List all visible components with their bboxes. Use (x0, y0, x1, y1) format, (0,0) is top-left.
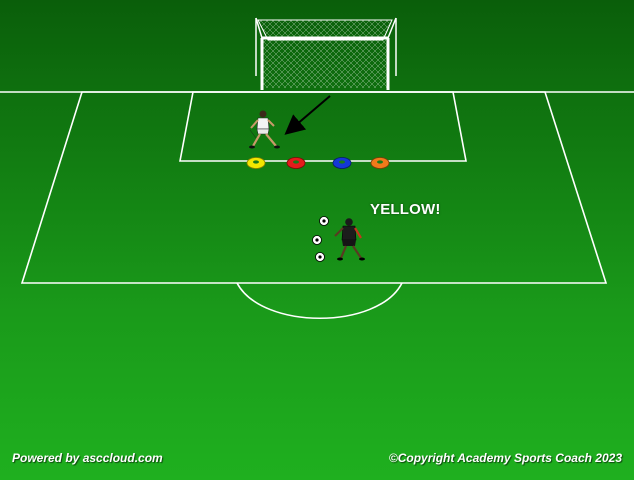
cone-red (286, 157, 306, 169)
powered-by-link[interactable]: Powered by asccloud.com (12, 451, 163, 465)
cone-yellow (246, 157, 266, 169)
ball-icon (312, 235, 322, 245)
penalty-arc (236, 282, 403, 319)
coach-call-label: YELLOW! (370, 201, 441, 218)
ball-icon (319, 216, 329, 226)
cone-orange (370, 157, 390, 169)
penalty-area (20, 91, 608, 284)
movement-arrow (284, 95, 331, 135)
goal-icon (255, 17, 397, 90)
goal-area (179, 91, 467, 162)
ball-icon (315, 252, 325, 262)
coach-dark-kit (334, 218, 365, 261)
player-white-kit (249, 110, 280, 149)
copyright-text: ©Copyright Academy Sports Coach 2023 (388, 451, 622, 465)
cone-blue (332, 157, 352, 169)
